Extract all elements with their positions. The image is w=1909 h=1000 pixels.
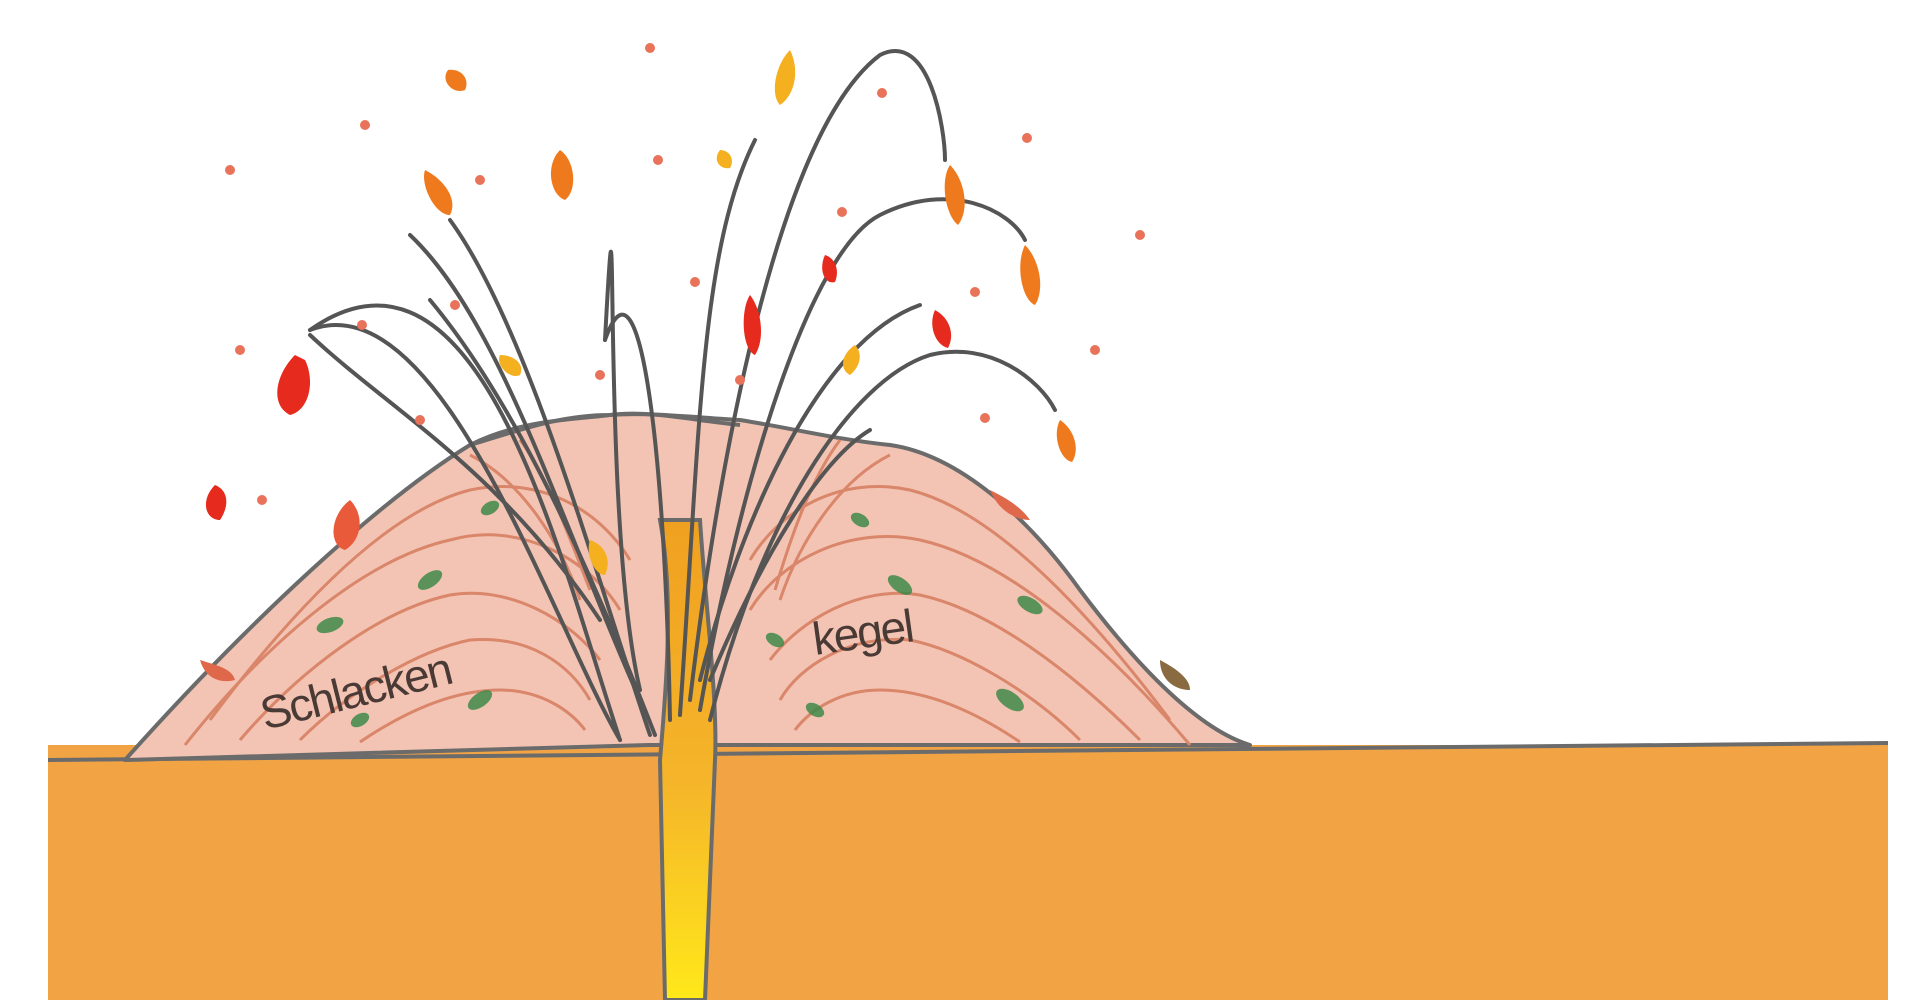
- ground-layer: [48, 745, 1888, 1000]
